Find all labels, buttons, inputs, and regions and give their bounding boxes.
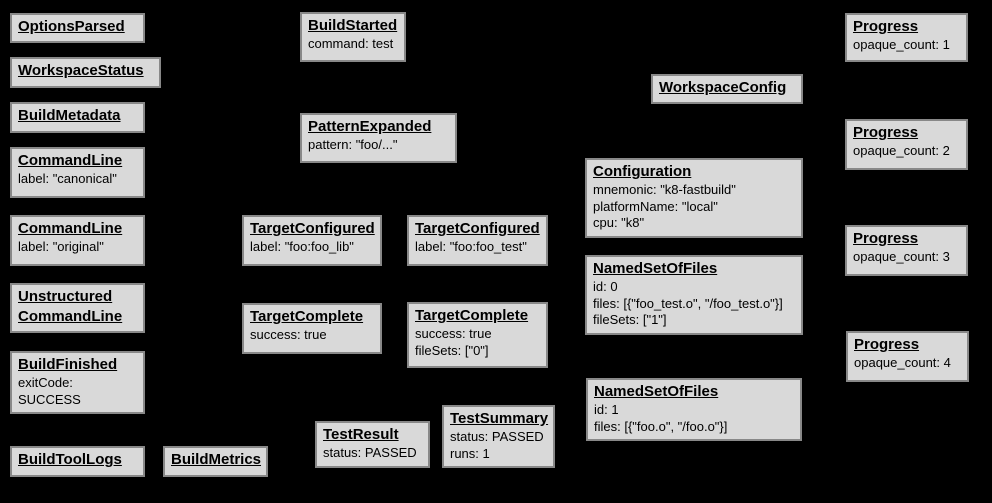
- node-target-complete-foo-lib: TargetComplete success: true: [242, 303, 382, 354]
- node-fields: exitCode: SUCCESS: [18, 375, 81, 407]
- node-title: BuildToolLogs: [18, 451, 122, 468]
- node-fields: status: PASSED: [323, 445, 417, 460]
- node-build-metadata: BuildMetadata: [10, 102, 145, 133]
- node-title: Configuration: [593, 163, 692, 180]
- node-title: Progress: [854, 336, 920, 353]
- node-fields: status: PASSED runs: 1: [450, 429, 544, 461]
- node-title: TestSummary: [450, 410, 549, 427]
- node-named-set-of-files-1: NamedSetOfFiles id: 1 files: [{"foo.o", …: [586, 378, 802, 441]
- node-title: WorkspaceStatus: [18, 62, 144, 79]
- node-build-started: BuildStarted command: test: [300, 12, 406, 62]
- node-workspace-config: WorkspaceConfig: [651, 74, 803, 104]
- node-command-line-original: CommandLine label: "original": [10, 215, 145, 266]
- node-title: NamedSetOfFiles: [594, 383, 719, 400]
- node-fields: opaque_count: 4: [854, 355, 951, 370]
- node-unstructured-command-line: Unstructured CommandLine: [10, 283, 145, 333]
- node-fields: opaque_count: 3: [853, 249, 950, 264]
- node-title: NamedSetOfFiles: [593, 260, 718, 277]
- node-title: BuildMetrics: [171, 451, 262, 468]
- node-progress-1: Progress opaque_count: 1: [845, 13, 968, 62]
- node-title: CommandLine: [18, 152, 123, 169]
- node-title: TargetComplete: [415, 307, 529, 324]
- node-title: TargetConfigured: [250, 220, 375, 237]
- node-title: PatternExpanded: [308, 118, 432, 135]
- node-fields: command: test: [308, 36, 394, 51]
- node-fields: opaque_count: 2: [853, 143, 950, 158]
- node-title: OptionsParsed: [18, 18, 125, 35]
- node-fields: id: 1 files: [{"foo.o", "/foo.o"}]: [594, 402, 728, 434]
- node-title: TargetComplete: [250, 308, 364, 325]
- node-target-configured-foo-test: TargetConfigured label: "foo:foo_test": [407, 215, 548, 266]
- node-fields: label: "foo:foo_lib": [250, 239, 354, 254]
- node-named-set-of-files-0: NamedSetOfFiles id: 0 files: [{"foo_test…: [585, 255, 803, 335]
- node-fields: label: "foo:foo_test": [415, 239, 527, 254]
- node-fields: success: true fileSets: ["0"]: [415, 326, 492, 358]
- node-fields: pattern: "foo/...": [308, 137, 398, 152]
- node-title: BuildFinished: [18, 356, 118, 373]
- node-title: WorkspaceConfig: [659, 79, 787, 96]
- node-build-metrics: BuildMetrics: [163, 446, 268, 477]
- node-progress-3: Progress opaque_count: 3: [845, 225, 968, 276]
- node-test-result: TestResult status: PASSED: [315, 421, 430, 468]
- node-build-tool-logs: BuildToolLogs: [10, 446, 145, 477]
- node-title: Progress: [853, 124, 919, 141]
- node-workspace-status: WorkspaceStatus: [10, 57, 161, 88]
- node-pattern-expanded: PatternExpanded pattern: "foo/...": [300, 113, 457, 163]
- node-fields: success: true: [250, 327, 327, 342]
- node-title: Progress: [853, 18, 919, 35]
- node-fields: mnemonic: "k8-fastbuild" platformName: "…: [593, 182, 736, 230]
- node-progress-4: Progress opaque_count: 4: [846, 331, 969, 382]
- node-title: BuildMetadata: [18, 107, 121, 124]
- node-fields: id: 0 files: [{"foo_test.o", "/foo_test.…: [593, 279, 783, 327]
- node-title: TestResult: [323, 426, 399, 443]
- node-fields: label: "original": [18, 239, 104, 254]
- node-title: BuildStarted: [308, 17, 398, 34]
- node-command-line-canonical: CommandLine label: "canonical": [10, 147, 145, 198]
- node-target-configured-foo-lib: TargetConfigured label: "foo:foo_lib": [242, 215, 382, 266]
- node-progress-2: Progress opaque_count: 2: [845, 119, 968, 170]
- node-target-complete-foo-test: TargetComplete success: true fileSets: […: [407, 302, 548, 368]
- node-fields: label: "canonical": [18, 171, 117, 186]
- node-test-summary: TestSummary status: PASSED runs: 1: [442, 405, 555, 468]
- node-options-parsed: OptionsParsed: [10, 13, 145, 43]
- node-build-finished: BuildFinished exitCode: SUCCESS: [10, 351, 145, 414]
- node-configuration: Configuration mnemonic: "k8-fastbuild" p…: [585, 158, 803, 238]
- node-title: TargetConfigured: [415, 220, 540, 237]
- node-title: CommandLine: [18, 220, 123, 237]
- node-fields: opaque_count: 1: [853, 37, 950, 52]
- node-title: Progress: [853, 230, 919, 247]
- node-title: Unstructured CommandLine: [18, 288, 123, 325]
